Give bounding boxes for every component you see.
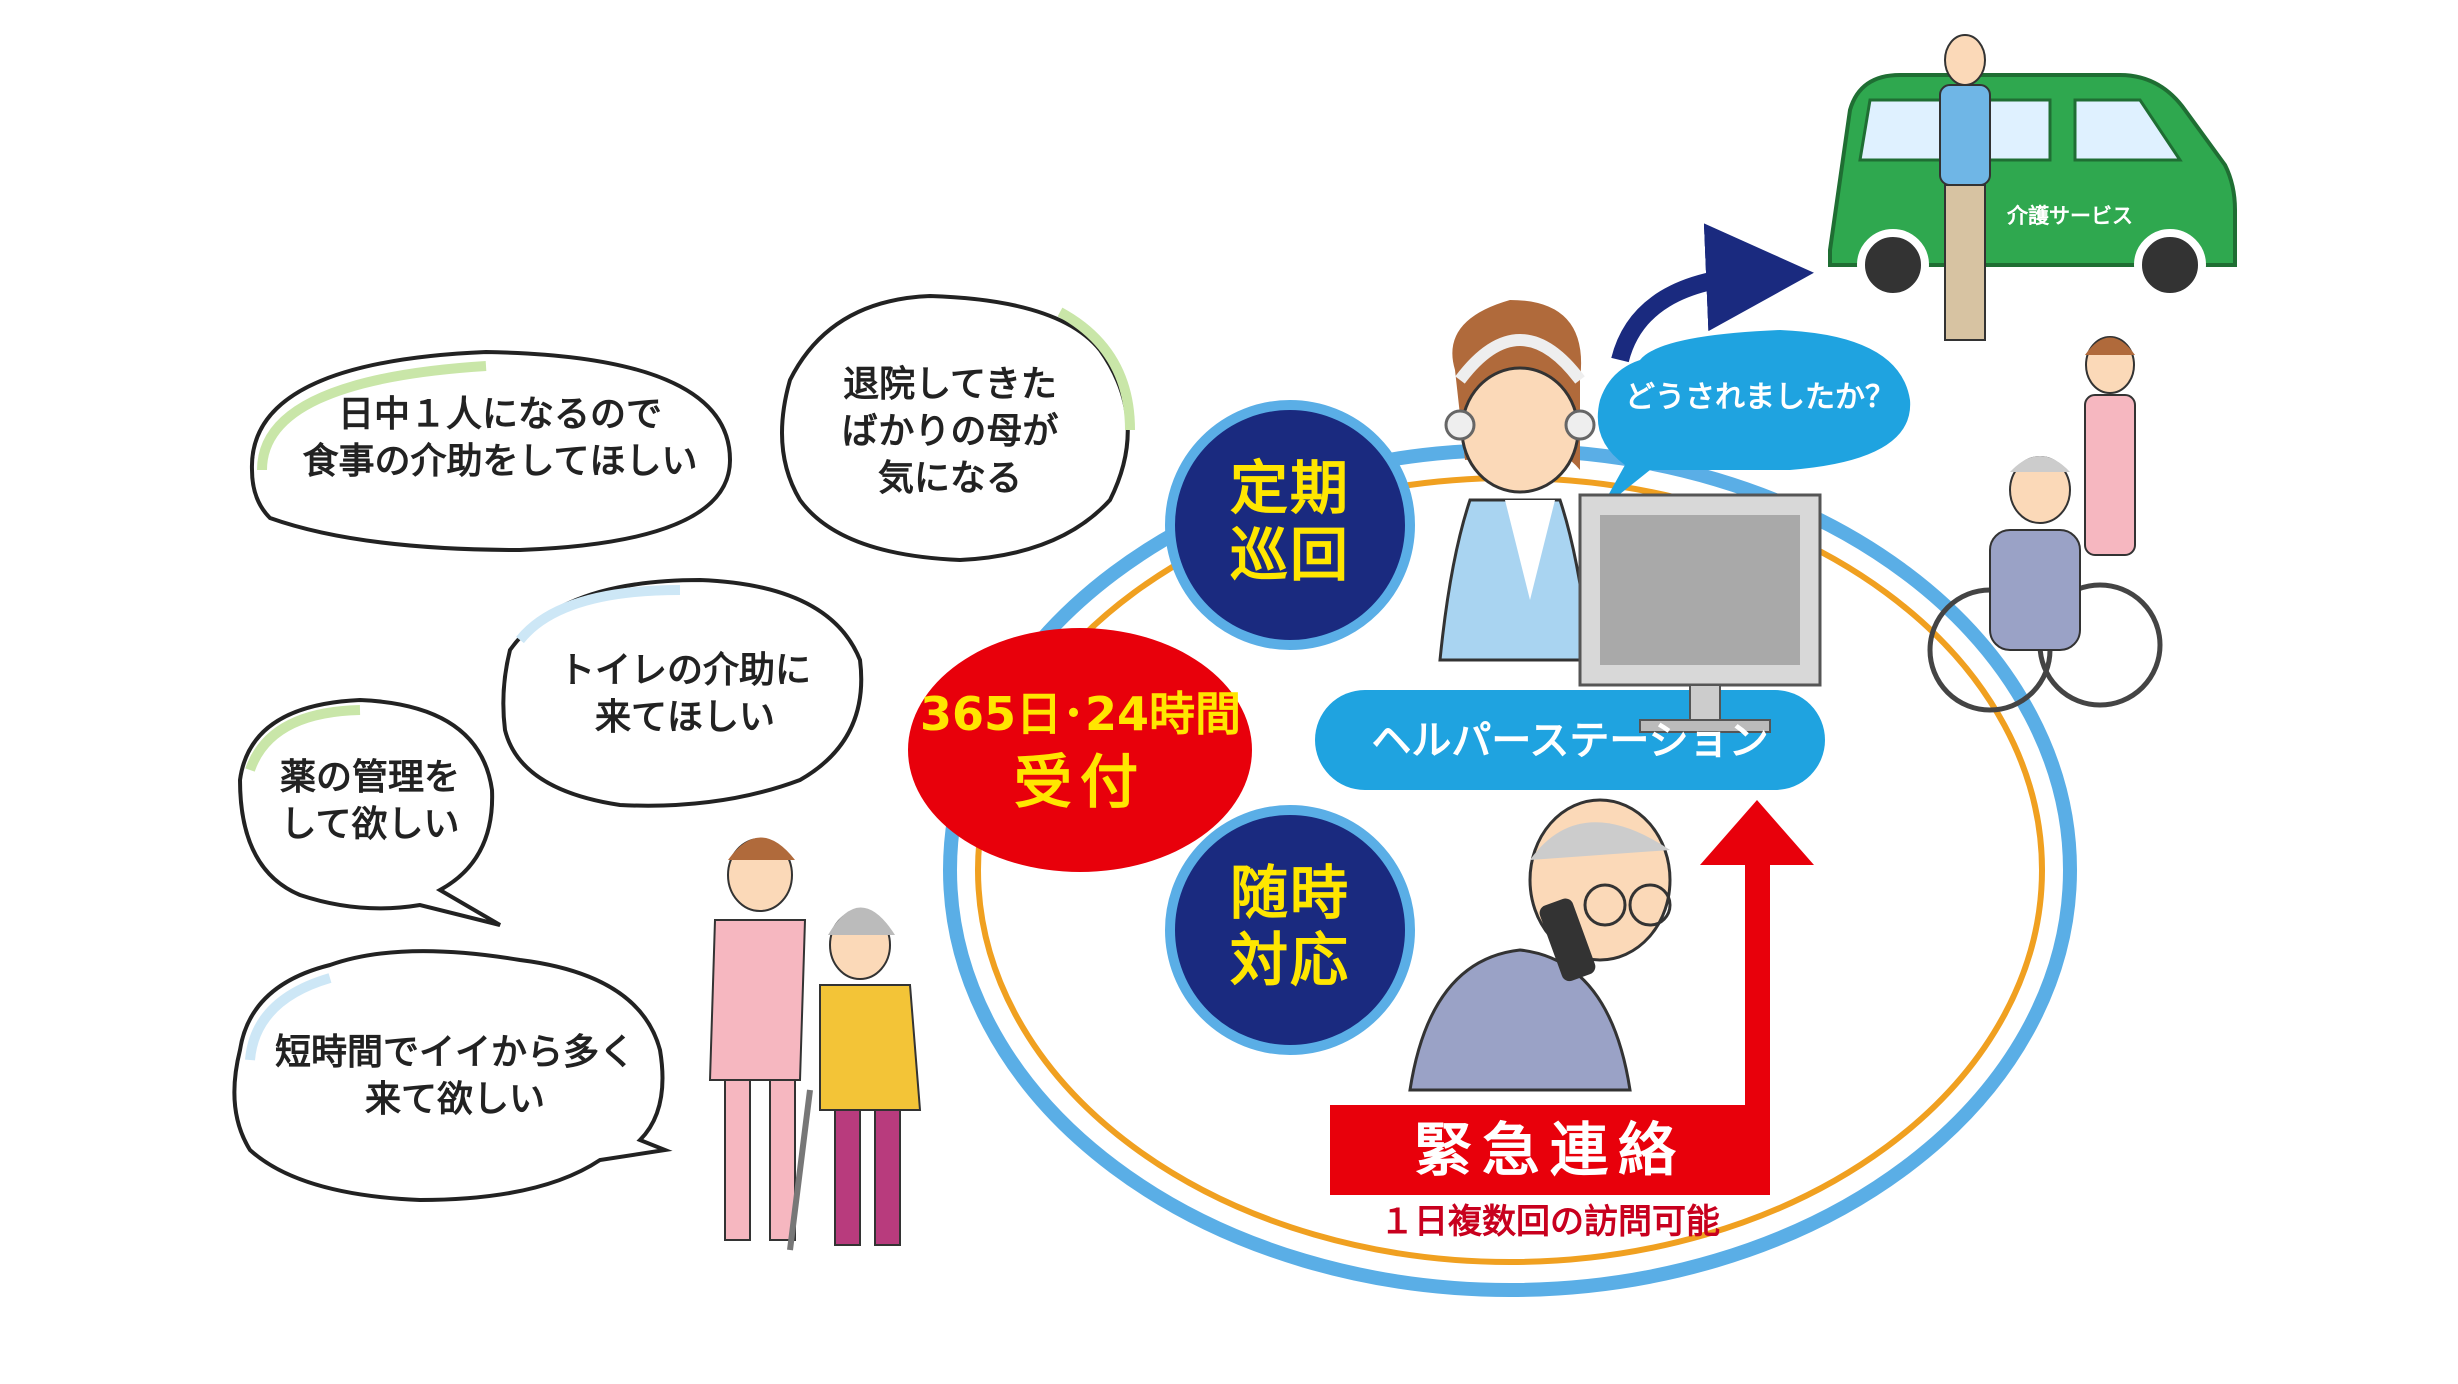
care-van [1828, 73, 2237, 301]
regular-visit-circle [1165, 400, 1415, 650]
bubble-4-text: 薬の管理を して欲しい [260, 755, 480, 849]
bubble-3-line2: 来てほしい [594, 696, 775, 738]
bubble-4-line2: して欲しい [280, 803, 460, 845]
bubble-2-line3: 気になる [877, 457, 1022, 499]
regular-visit-line1: 定期 [1229, 454, 1350, 522]
regular-visit-line2: 巡回 [1229, 520, 1350, 589]
on-demand-label: 随時 対応 [1190, 860, 1390, 993]
operator-figure [1438, 300, 1596, 662]
reception-ellipse [908, 628, 1252, 872]
bubble-4-line1: 薬の管理を [279, 757, 460, 798]
speech-bubble [1597, 330, 1911, 510]
bubble-3-text: トイレの介助に 来てほしい [530, 648, 840, 742]
reception-label: 365日･24時間 受付 [920, 685, 1242, 820]
on-demand-line1: 随時 [1229, 859, 1350, 927]
reception-hours: 365日･24時間 [920, 687, 1242, 741]
bubble-3-line1: トイレの介助に [558, 650, 811, 691]
bubble-5-line1: 短時間でイイから多く [274, 1032, 635, 1073]
bubble-2-text: 退院してきた ばかりの母が 気になる [810, 362, 1090, 502]
bubble-5-text: 短時間でイイから多く 来て欲しい [255, 1030, 655, 1124]
emergency-arrow [1330, 800, 1814, 1195]
thought-bubble-1 [249, 349, 733, 553]
bubble-5-line2: 来て欲しい [364, 1078, 545, 1120]
bubble-2-line2: ばかりの母が [841, 410, 1059, 452]
bubble-1-text: 日中１人になるので 食事の介助をしてほしい [290, 392, 710, 486]
bubble-2-line1: 退院してきた [843, 364, 1057, 405]
reception-title: 受付 [1013, 747, 1146, 816]
dispatch-arrow [1611, 223, 1814, 363]
bubble-1-line2: 食事の介助をしてほしい [302, 440, 698, 482]
regular-visit-label: 定期 巡回 [1190, 455, 1390, 588]
multiple-visits-note: １日複数回の訪問可能 [1380, 1202, 1720, 1242]
emergency-label: 緊急連絡 [1413, 1116, 1686, 1184]
thought-bubble-2 [780, 293, 1135, 563]
helper-station-label: ヘルパーステーション [1371, 718, 1769, 764]
bubble-1-line1: 日中１人になるので [337, 394, 662, 435]
on-demand-circle [1165, 805, 1415, 1055]
wheelchair-figure [1927, 336, 2163, 713]
thought-bubble-4 [237, 697, 502, 927]
computer-monitor [1578, 493, 1822, 733]
on-demand-line2: 対応 [1229, 925, 1350, 994]
emergency-caller-figure [1408, 798, 1672, 1092]
van-label: 介護サービス [2007, 204, 2133, 228]
thought-bubble-5 [232, 949, 673, 1203]
speech-text: どうされましたか？ [1625, 380, 1895, 415]
walking-assist-figure [708, 837, 922, 1251]
thought-bubble-3 [501, 577, 864, 808]
van-staff-figure [1939, 34, 1991, 341]
